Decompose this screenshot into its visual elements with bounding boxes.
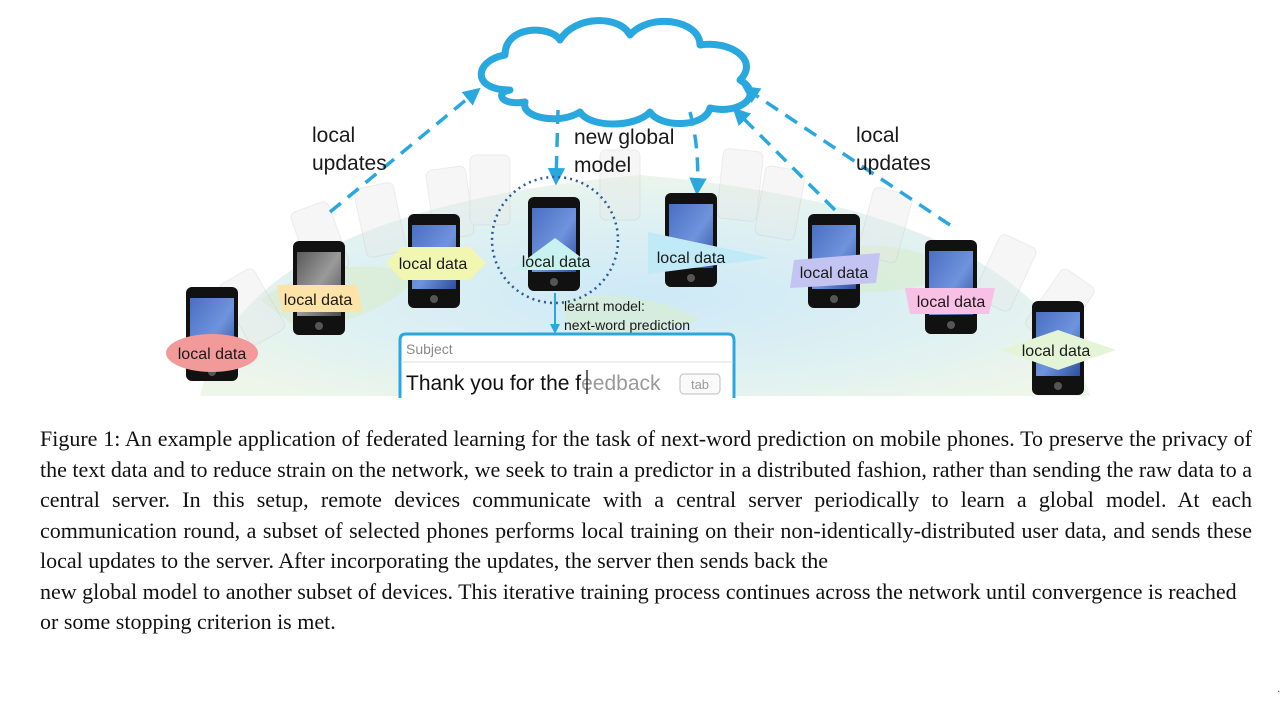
arrow-global-model-right [688,111,707,196]
tab-key-label: tab [691,377,709,392]
svg-text:local data: local data [657,250,726,267]
label-local-updates-left: local updates [312,124,387,175]
svg-text:local data: local data [522,254,591,271]
tag-shape [166,334,258,372]
tab-key-hint [679,373,721,395]
svg-text:local data: local data [1022,343,1091,360]
tag-shape [277,285,362,312]
local-data-tag-6: local data [790,253,880,288]
typed-text: Thank you for the f [406,372,581,395]
tag-shape [648,232,770,274]
local-data-tag-2: local data [277,285,362,312]
email-compose-mock: Subject Thank you for the feedback tab [398,332,736,398]
caption-last-line: new global model to another subset of de… [40,578,1237,635]
corner-mark: . [1277,684,1281,695]
label-local-updates-right: local updates [856,124,931,175]
caption-body: Figure 1: An example application of fede… [40,426,1252,573]
federated-learning-figure: local updates new global model local upd… [166,17,1116,398]
local-data-tag-1: local data [166,334,258,372]
svg-text:local data: local data [800,265,869,282]
local-data-tag-7: local data [905,288,995,314]
local-data-tag-8: local data [1000,330,1116,370]
tag-shape [790,253,880,288]
local-data-tag-3: local data [386,247,486,280]
svg-text:local data: local data [284,292,353,309]
tag-shape [386,247,486,280]
arrow-left-update [328,87,481,214]
tag-shape [512,238,598,270]
cloud-server-icon [477,17,754,128]
arrow-right-update-1 [732,107,837,212]
selected-device-ring [490,175,620,305]
label-new-global-model: new global model [574,126,680,177]
local-data-tag-5: local data [648,232,770,274]
background-phones [218,148,1095,346]
local-data-tag-4: local data [512,238,598,271]
figure-caption: Figure 1: An example application of fede… [40,424,1252,638]
update-arrows [328,86,951,227]
svg-text:local data: local data [178,346,247,363]
tag-shape [1000,330,1116,370]
arrow-global-model-down [547,109,566,186]
tag-shape [905,288,995,314]
email-body-text: Thank you for the feedback [406,372,661,395]
svg-text:local data: local data [917,294,986,311]
label-learnt-model: learnt model: next-word prediction [564,298,690,333]
phone-7 [925,240,977,334]
svg-text:local data: local data [399,256,468,273]
suggested-text: eedback [581,372,661,395]
subject-label: Subject [406,341,453,357]
arrow-right-update-2 [742,86,951,227]
